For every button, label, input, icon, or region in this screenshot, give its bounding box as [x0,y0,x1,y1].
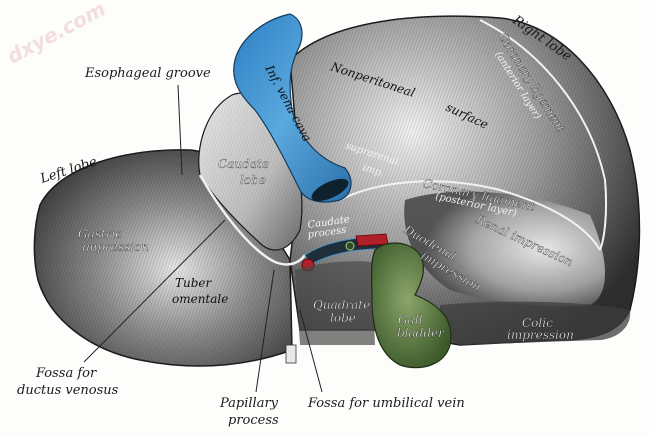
label-gall-bladder-1: Gall [398,313,423,327]
leader-fossa-ductus-venosus [83,219,226,363]
label-caudate-lobe-2: lobe [240,173,266,187]
label-colic-impression-2: impression [507,328,574,342]
bile-duct [345,241,355,251]
label-papillary-process-1: Papillary [219,396,279,411]
ductus-venosus-fossa [198,174,307,266]
label-quadrate-lobe-1: Quadrate [313,298,370,312]
inferior-vena-cava-shape [233,13,352,203]
vena-cava-opening [311,178,349,202]
label-tuber-omentale-1: Tuber [175,276,213,290]
label-quadrate-lobe-2: lobe [330,311,356,325]
gall-bladder-shape [371,242,452,369]
label-caudate-lobe-1: Caudate [218,157,269,171]
label-gall-bladder-2: bladder [397,326,445,340]
colic-impression-area [440,301,631,345]
label-tuber-omentale-2: omentale [172,292,228,306]
label-fossa-umbilical-vein: Fossa for umbilical vein [307,396,465,411]
label-colic-impression-1: Colic [522,316,553,330]
label-esophageal-groove: Esophageal groove [84,66,211,81]
leader-papillary-process [255,269,275,393]
label-gastric-impression-2: impression [82,240,149,254]
label-fossa-ductus-venosus-2: ductus venosus [17,383,119,398]
watermark: dxye.com [3,0,110,68]
coronary-ligament-posterior-line [339,180,601,251]
coronary-ligament-anterior-line [479,19,608,251]
ligament-stub [285,344,297,364]
label-caudate-process-2: process [307,225,347,241]
leader-fossa-umbilical-vein [299,309,323,393]
label-papillary-process-2: process [228,413,279,428]
label-gastric-impression-1: Gastric [78,227,122,241]
label-fossa-ductus-venosus-1: Fossa for [35,366,97,381]
leader-esophageal-groove [177,84,183,176]
quadrate-lobe-shape [295,261,375,345]
renal-impression-area [404,191,605,307]
